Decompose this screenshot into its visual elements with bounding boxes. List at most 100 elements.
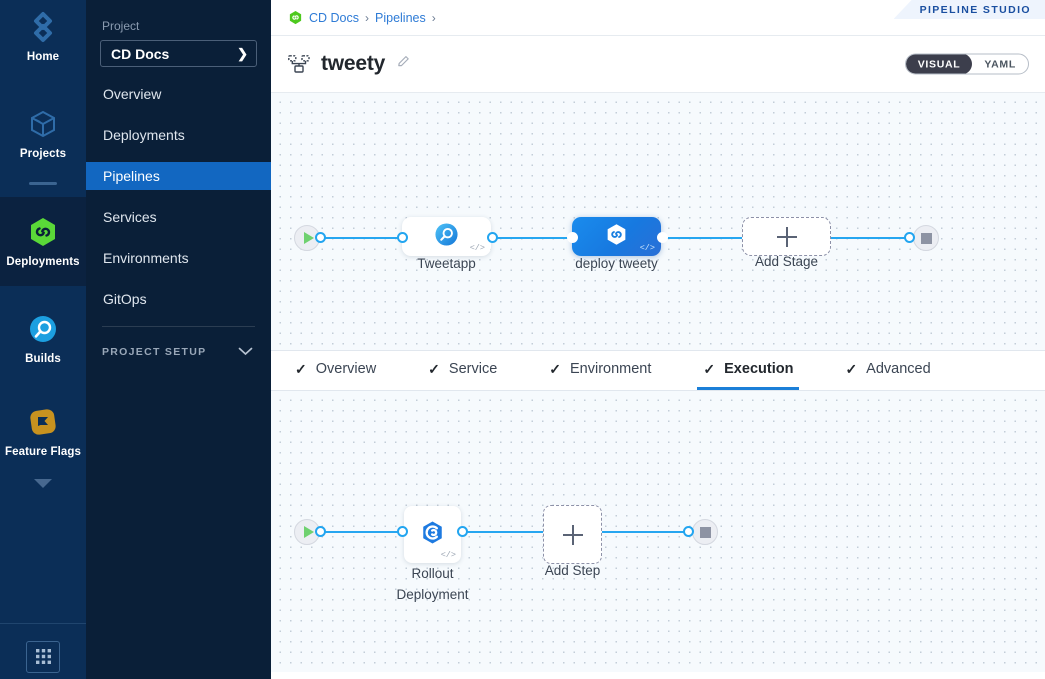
tab-overview[interactable]: ✓ Overview — [289, 351, 382, 390]
project-sidebar: Project CD Docs ❯ Overview Deployments P… — [86, 0, 271, 679]
rail-divider-dash — [29, 182, 57, 185]
rail-label-projects: Projects — [19, 148, 67, 160]
pipeline-title-bar: tweety VISUAL YAML — [271, 36, 1045, 93]
execution-start-port[interactable] — [315, 526, 326, 537]
connector-tweetapp-to-deploy — [493, 236, 569, 239]
chevron-down-icon — [238, 343, 253, 361]
stage-node-tweetapp[interactable]: </> — [402, 217, 491, 256]
page-title: tweety — [321, 52, 386, 75]
toggle-option-yaml[interactable]: YAML — [984, 58, 1016, 70]
execution-end-port[interactable] — [683, 526, 694, 537]
stop-icon — [920, 232, 932, 244]
sidebar-item-services[interactable]: Services — [86, 203, 271, 231]
end-port[interactable] — [904, 232, 915, 243]
deployments-hex-icon — [26, 215, 60, 249]
home-diamond-icon — [26, 10, 60, 44]
sidebar-item-environments[interactable]: Environments — [86, 244, 271, 272]
tweetapp-in-port[interactable] — [397, 232, 408, 243]
pipeline-end-node[interactable] — [913, 225, 939, 251]
visual-yaml-toggle[interactable]: VISUAL YAML — [904, 53, 1029, 75]
tab-label: Execution — [724, 361, 794, 377]
chevron-right-icon: ❯ — [237, 45, 248, 61]
play-icon — [303, 526, 314, 538]
check-icon: ✓ — [295, 360, 307, 377]
rail-item-home[interactable]: Home — [0, 0, 86, 71]
breadcrumb-separator: › — [431, 10, 436, 25]
tab-service[interactable]: ✓ Service — [422, 351, 503, 390]
sidebar-nav: Overview Deployments Pipelines Services … — [86, 80, 271, 313]
harness-module-icon — [288, 10, 303, 25]
deploy-out-port[interactable] — [657, 232, 668, 243]
breadcrumb-link-cd-docs[interactable]: CD Docs — [309, 10, 360, 25]
rail-item-builds[interactable]: Builds — [0, 302, 86, 373]
stage-node-deploy-tweety[interactable]: </> — [572, 217, 661, 256]
deploy-in-port[interactable] — [567, 232, 578, 243]
stages-canvas[interactable]: </> Tweetapp </> — [271, 93, 1045, 351]
rollout-code-tag: </> — [440, 550, 456, 560]
stage-label-tweetapp: Tweetapp — [417, 256, 476, 271]
tab-execution[interactable]: ✓ Execution — [697, 351, 800, 390]
pipeline-studio-badge-label: PIPELINE STUDIO — [919, 3, 1031, 16]
rail-label-deployments: Deployments — [6, 256, 80, 268]
sidebar-item-gitops[interactable]: GitOps — [86, 285, 271, 313]
sidebar-item-overview[interactable]: Overview — [86, 80, 271, 108]
rollout-out-port[interactable] — [457, 526, 468, 537]
tweetapp-out-port[interactable] — [487, 232, 498, 243]
tab-advanced[interactable]: ✓ Advanced — [839, 351, 936, 390]
stop-icon — [699, 526, 711, 538]
sidebar-item-label: Services — [103, 209, 157, 225]
deploy-tweety-code-tag: </> — [639, 243, 655, 253]
tab-environment[interactable]: ✓ Environment — [543, 351, 657, 390]
main-area: PIPELINE STUDIO CD Docs › Pipelines › — [271, 0, 1045, 679]
plus-icon — [776, 226, 797, 247]
connector-start-to-tweetapp — [321, 236, 403, 239]
caret-down-icon — [34, 479, 52, 488]
play-icon — [303, 232, 314, 244]
execution-end-node[interactable] — [692, 519, 718, 545]
rail-bottom — [0, 623, 86, 679]
start-port[interactable] — [315, 232, 326, 243]
sidebar-item-deployments[interactable]: Deployments — [86, 121, 271, 149]
steps-node-row: </> Rollout Deployment Add Step — [271, 391, 1045, 672]
project-setup-toggle[interactable]: PROJECT SETUP — [100, 327, 257, 361]
check-icon: ✓ — [428, 360, 440, 377]
stage-label-deploy-tweety: deploy tweety — [575, 256, 658, 271]
cube-icon — [26, 107, 60, 141]
tweetapp-code-tag: </> — [469, 243, 485, 253]
add-stage-label: Add Stage — [754, 254, 819, 269]
check-icon: ✓ — [845, 360, 858, 377]
rail-more-button[interactable] — [30, 476, 56, 495]
breadcrumb-link-pipelines[interactable]: Pipelines — [375, 10, 426, 25]
toggle-option-visual[interactable]: VISUAL — [905, 54, 973, 74]
project-selector-value: CD Docs — [111, 45, 170, 62]
sidebar-divider — [102, 326, 255, 327]
breadcrumb-separator: › — [365, 10, 370, 25]
check-icon: ✓ — [703, 360, 716, 377]
connector-deploy-to-addstage — [663, 236, 743, 239]
add-step-button[interactable] — [543, 505, 602, 564]
rail-item-deployments[interactable]: Deployments — [0, 197, 86, 286]
rail-label-feature-flags: Feature Flags — [4, 446, 82, 458]
check-icon: ✓ — [549, 360, 561, 377]
pencil-edit-icon[interactable] — [396, 54, 411, 74]
tab-label: Environment — [570, 361, 652, 377]
grid-apps-icon[interactable] — [26, 640, 60, 673]
service-magnifier-icon — [434, 222, 459, 252]
add-stage-button[interactable] — [742, 217, 831, 256]
rail-apps-strip — [0, 623, 86, 679]
canvas-scrollbar[interactable] — [1040, 188, 1045, 350]
builds-circle-icon — [26, 312, 60, 346]
sidebar-item-pipelines[interactable]: Pipelines — [86, 162, 271, 190]
rollout-in-port[interactable] — [397, 526, 408, 537]
sidebar-item-label: GitOps — [103, 291, 147, 307]
stage-tabs: ✓ Overview ✓ Service ✓ Environment ✓ Exe… — [271, 351, 1045, 391]
rail-item-feature-flags[interactable]: Feature Flags — [0, 395, 86, 466]
plus-icon — [562, 524, 583, 545]
deployment-infinity-icon — [604, 222, 629, 252]
steps-canvas[interactable]: </> Rollout Deployment Add Step — [271, 391, 1045, 672]
project-selector[interactable]: CD Docs ❯ — [100, 40, 257, 67]
rail-item-projects[interactable]: Projects — [0, 97, 86, 168]
step-node-rollout-deployment[interactable]: </> — [404, 506, 461, 563]
step-label-rollout-deployment: Rollout Deployment — [396, 566, 469, 602]
module-rail: Home Projects Deployments — [0, 0, 86, 679]
